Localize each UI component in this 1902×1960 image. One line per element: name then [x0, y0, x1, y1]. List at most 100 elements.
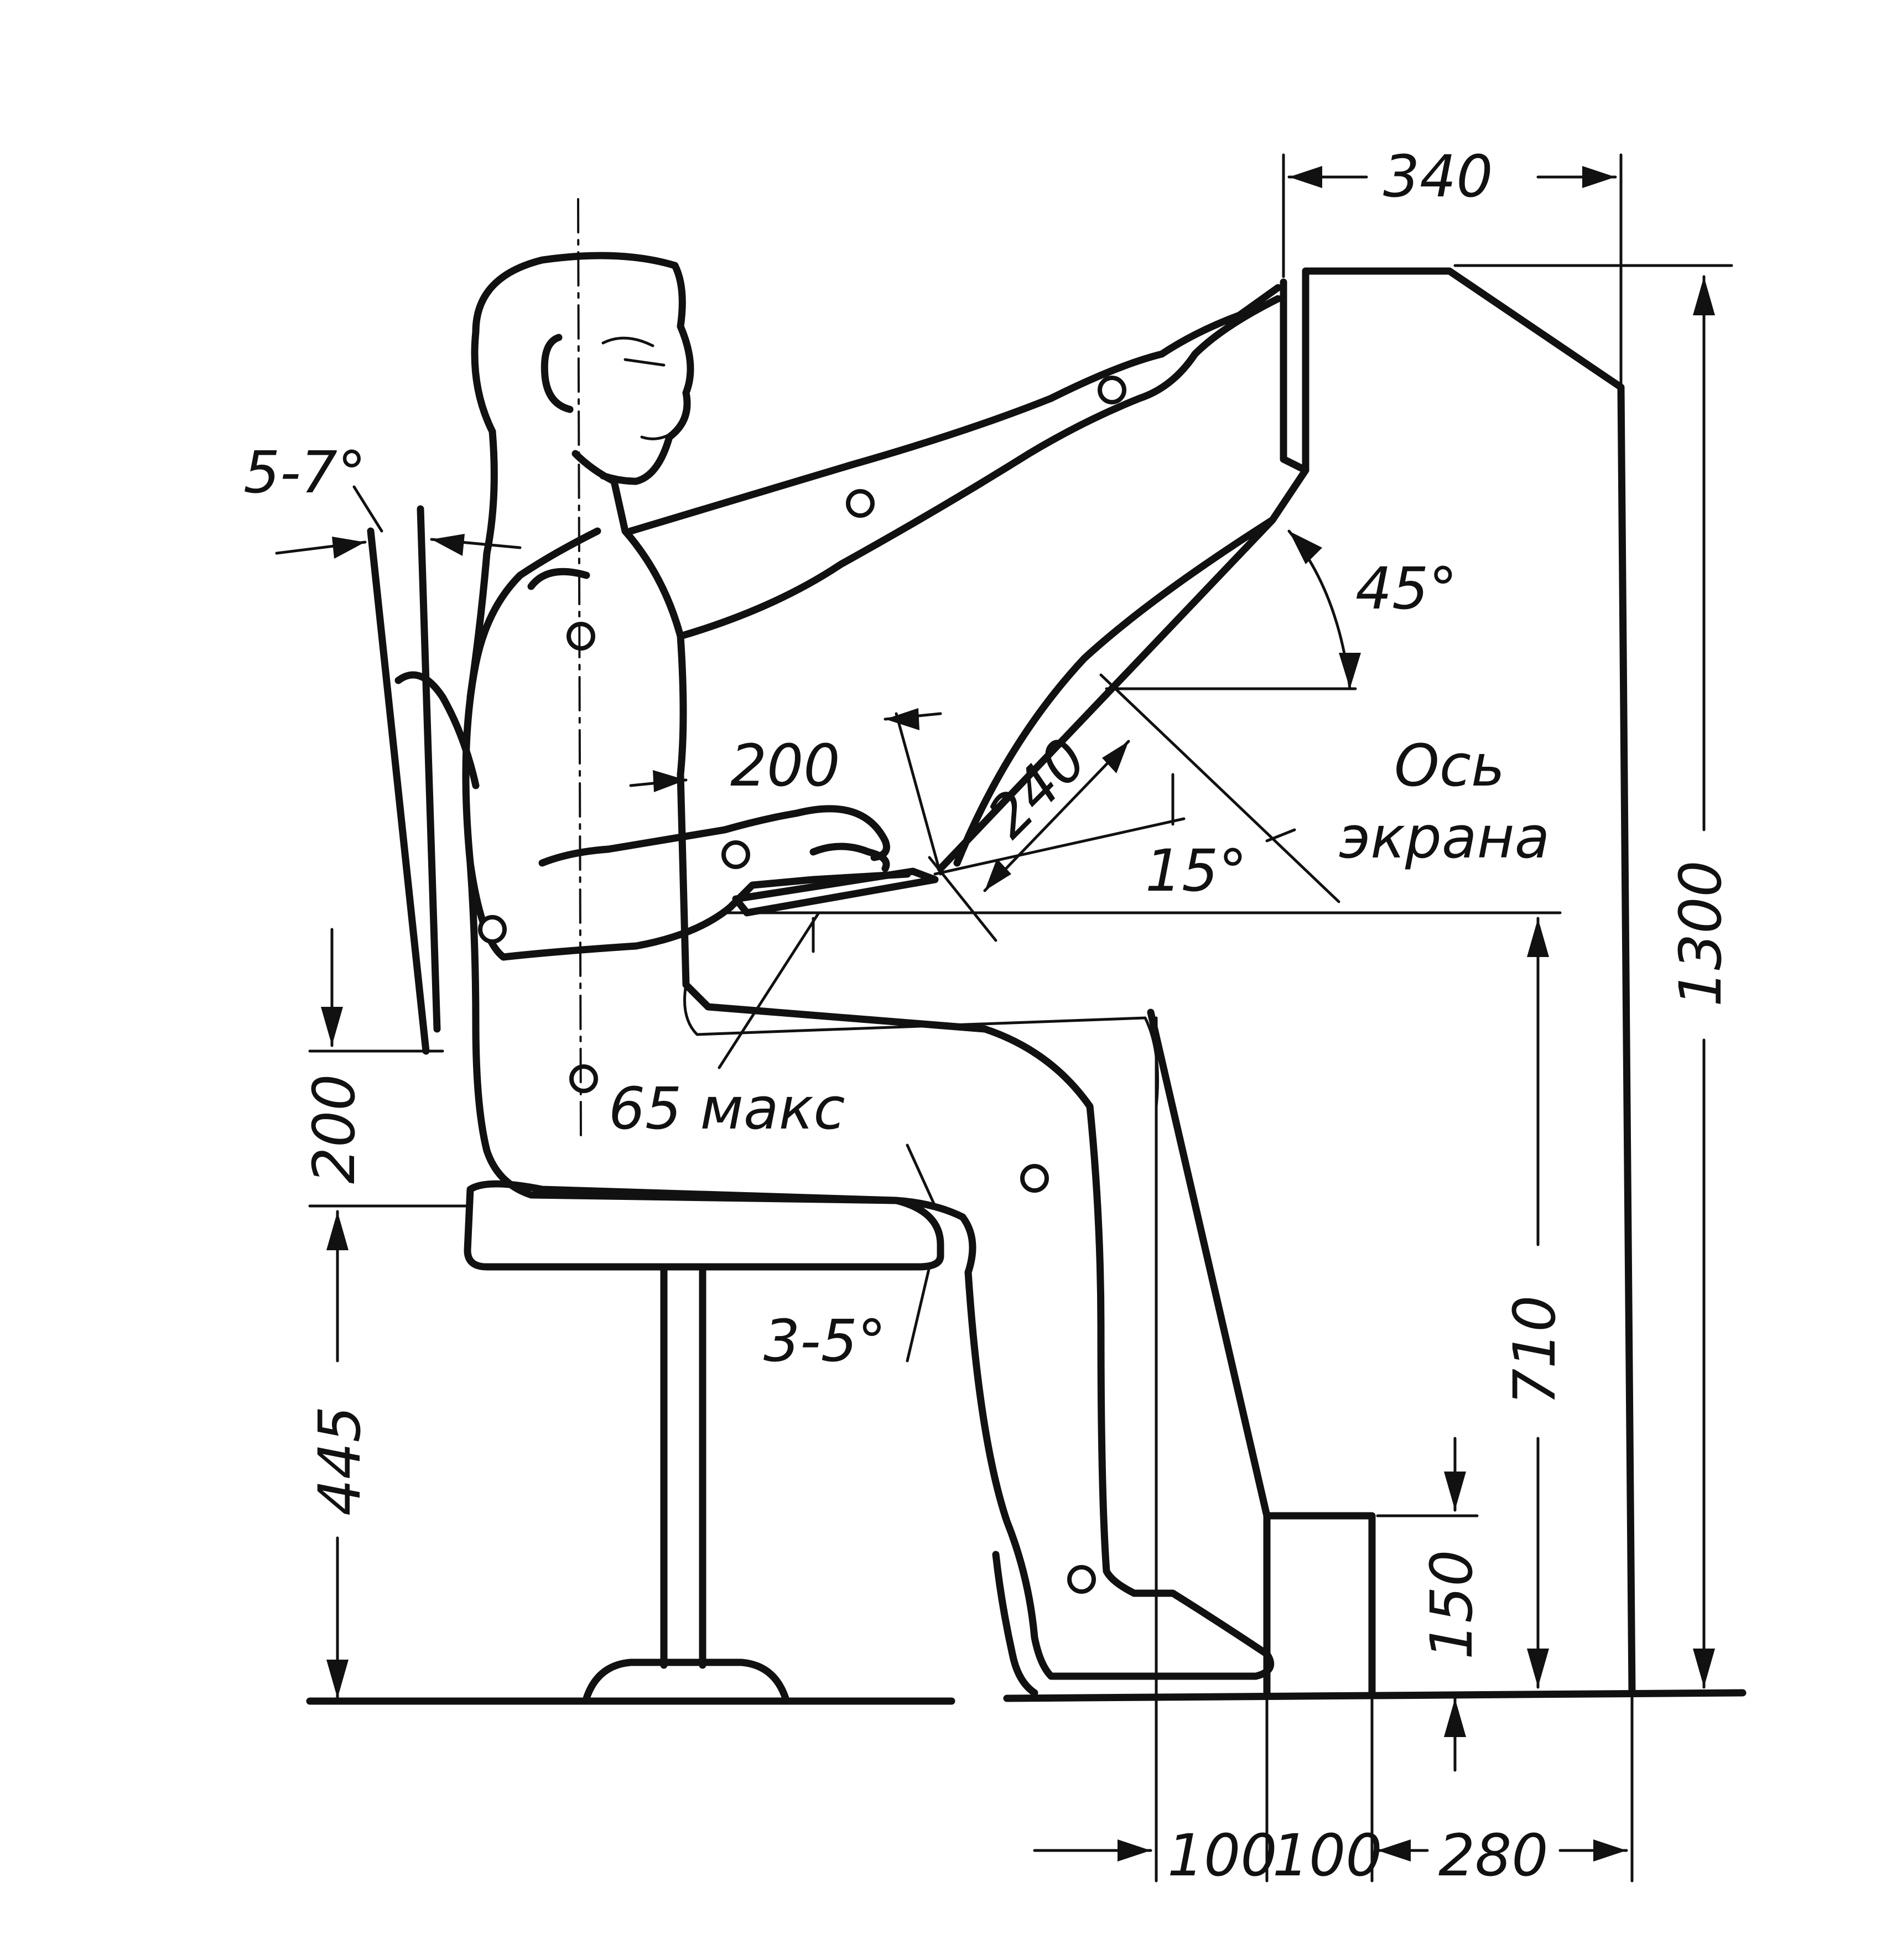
bottom-extension-lines	[1155, 1016, 1634, 1883]
joint-shoulder	[567, 622, 595, 651]
arrow-710-top	[1527, 918, 1549, 957]
joint-hip	[569, 1064, 598, 1093]
calf-and-foot	[964, 1268, 1275, 1680]
eyebrow	[601, 336, 654, 347]
arrow-45-bottom	[1339, 653, 1361, 689]
arrow-340-left	[1289, 166, 1322, 188]
arrow-150-bottom	[1444, 1698, 1466, 1737]
ear	[541, 334, 574, 413]
thigh-underside	[466, 859, 976, 1276]
dim-seat-tilt-line	[906, 1143, 937, 1363]
body-axis-line	[577, 198, 582, 1141]
joint-markers	[478, 376, 1126, 1594]
label-445: 445	[306, 1406, 373, 1516]
dim-340-extension	[1282, 153, 1623, 389]
label-bottom-280: 280	[1438, 1822, 1548, 1889]
torso-front	[621, 527, 687, 778]
arrow-bottom-100	[1118, 1839, 1151, 1862]
label-5-7-deg: 5-7°	[243, 439, 366, 506]
backrest-outer	[367, 527, 430, 1055]
back-foot	[992, 1551, 1038, 1697]
eye	[623, 358, 666, 367]
screen-axis-line	[1099, 673, 1340, 903]
jaw-neck	[571, 450, 629, 535]
keyboard	[732, 867, 939, 917]
arrow-back-tilt-right	[332, 537, 365, 559]
far-leg	[683, 983, 1159, 1495]
arrow-150-top	[1444, 1472, 1466, 1510]
arrow-200-hand-left	[885, 708, 919, 730]
joint-ankle	[1067, 1565, 1096, 1594]
head-outline	[472, 252, 694, 485]
forearm-lower	[500, 903, 734, 961]
back-of-head-neck	[466, 328, 498, 701]
label-200-backrest: 200	[300, 1074, 368, 1184]
chair-base	[583, 1659, 789, 1702]
mouth	[640, 430, 677, 440]
label-bottom-100-a: 100	[1167, 1822, 1277, 1889]
arrow-bottom-280-right	[1593, 1839, 1626, 1862]
arrow-back-tilt-left	[432, 534, 465, 556]
label-45-deg: 45°	[1355, 555, 1457, 622]
fingers	[809, 843, 890, 872]
arrowheads	[321, 166, 1715, 1862]
angle-arc-45	[1287, 529, 1352, 690]
arrow-45-top	[1289, 531, 1322, 564]
label-axis-line1: Ось	[1394, 732, 1505, 799]
label-bottom-100-b: 100	[1272, 1822, 1383, 1889]
arrow-445-top	[326, 1212, 349, 1250]
dim-240-line	[983, 740, 1130, 892]
console	[723, 267, 1747, 1702]
screen-axis-geometry	[895, 529, 1357, 942]
forearm-upper	[538, 805, 890, 867]
dim-back-tilt-leader	[352, 485, 383, 533]
floor-console	[1003, 1689, 1747, 1702]
label-240: 240	[974, 725, 1100, 851]
backrest-inner	[417, 505, 441, 1033]
label-15-deg: 15°	[1145, 837, 1247, 904]
arrow-1300-bottom	[1693, 1649, 1715, 1687]
label-340: 340	[1383, 143, 1493, 210]
raised-arm-bottom	[677, 295, 1282, 640]
footrest-block	[1263, 1512, 1376, 1697]
dimension-labels: 340 1300 710 150 445 200 200 240 45° 15°…	[243, 143, 1734, 1889]
arrow-710-bottom	[1527, 1649, 1549, 1687]
arrow-340-right	[1582, 166, 1615, 188]
arrow-240-bottom	[985, 859, 1011, 891]
joint-elbow	[478, 915, 507, 944]
joint-knee	[1020, 1164, 1049, 1193]
joint-wrist	[721, 840, 750, 869]
dim-65-leader	[718, 911, 820, 1069]
chair	[306, 505, 955, 1705]
arrow-200-hand-right	[653, 770, 686, 792]
keyboard-plane-line	[933, 817, 1186, 876]
arrow-1300-top	[1693, 277, 1715, 315]
chair-column	[660, 1263, 706, 1669]
console-outline	[1302, 267, 1636, 1697]
arrow-bottom-280-left	[1378, 1839, 1411, 1862]
screen-curve	[953, 516, 1276, 867]
label-200-hand: 200	[730, 732, 840, 799]
dim-back-tilt-line	[275, 538, 522, 555]
arrow-445-bottom	[326, 1660, 349, 1698]
label-150: 150	[1418, 1550, 1485, 1660]
label-65-max: 65 макс	[609, 1075, 845, 1142]
arrow-200-down	[321, 1007, 343, 1046]
arrow-240-top	[1102, 741, 1129, 773]
thigh-top-shin-front	[677, 771, 1138, 1597]
label-710: 710	[1501, 1295, 1568, 1405]
screen-bezel	[1280, 267, 1309, 474]
axis-label-leader	[1265, 828, 1296, 843]
keyboard-normal	[928, 856, 997, 942]
label-axis-line2: экрана	[1339, 804, 1550, 871]
label-1300: 1300	[1667, 860, 1734, 1007]
joint-raised-elbow	[846, 489, 875, 518]
raised-arm-top	[627, 284, 1282, 535]
dim-1300-extension	[1453, 264, 1744, 1694]
upper-arm-back	[462, 527, 601, 961]
label-3-5-deg: 3-5°	[763, 1307, 886, 1375]
joint-raised-wrist	[1098, 376, 1126, 404]
hand-reference-line	[895, 712, 942, 876]
